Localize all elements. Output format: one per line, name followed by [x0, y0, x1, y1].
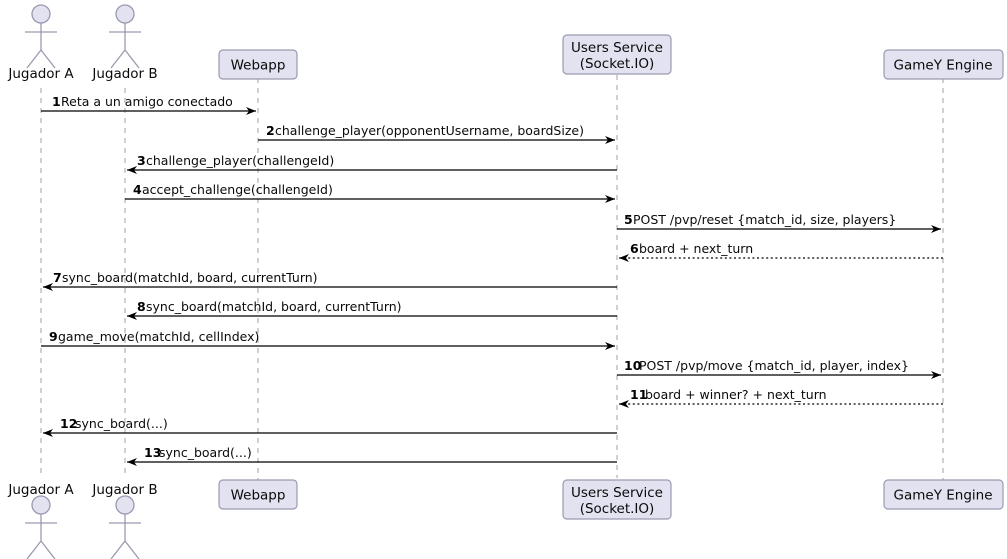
- message-label-1: Reta a un amigo conectado: [61, 94, 233, 109]
- message-label-13: sync_board(...): [159, 445, 252, 460]
- participants-top-group: Jugador A Jugador B Webapp Users Service(So…: [7, 4, 1004, 82]
- participant-label-jugadorA-top: Jugador A: [7, 66, 74, 82]
- message-label-4: accept_challenge(challengeId): [142, 182, 333, 197]
- message-number-8: 8: [137, 299, 146, 314]
- message-label-10: POST /pvp/move {match_id, player, index}: [639, 358, 909, 373]
- participant-box[interactable]: [218, 49, 298, 80]
- message-label-6: board + next_turn: [639, 241, 753, 256]
- message-number-10: 10: [624, 358, 642, 373]
- participants-bottom-group: Webapp Users Service(Socket.IO) GameY Engi…: [7, 479, 1004, 559]
- actor-leg-right: [124, 49, 140, 69]
- actor-leg-left: [110, 540, 126, 559]
- participant-label-gamey-bottom: GameY Engine: [894, 488, 993, 504]
- participant-users-bottom[interactable]: Users Service(Socket.IO): [562, 479, 672, 520]
- actor-jugadorB-bottom: Jugador B: [91, 482, 158, 559]
- lifelines-group: [40, 75, 944, 480]
- participant-box[interactable]: [562, 479, 672, 520]
- actor-head-icon: [31, 495, 51, 515]
- message-number-13: 13: [144, 445, 161, 460]
- participant-label-users-bottom: Users Service: [571, 485, 663, 501]
- participant-gamey-top[interactable]: GameY Engine: [883, 49, 1004, 80]
- participant-box[interactable]: [883, 479, 1004, 510]
- message-label-12: sync_board(...): [75, 416, 168, 431]
- participant-label-jugadorA-bottom: Jugador A: [7, 482, 74, 498]
- actor-leg-right: [124, 540, 140, 559]
- participant-box[interactable]: [218, 479, 298, 510]
- message-label-8: sync_board(matchId, board, currentTurn): [146, 299, 402, 314]
- message-number-12: 12: [60, 416, 77, 431]
- actor-jugadorA-top: Jugador A: [7, 4, 74, 82]
- participant-label-users-top: Users Service: [571, 40, 663, 56]
- message-number-11: 11: [630, 387, 647, 402]
- message-number-4: 4: [133, 182, 142, 197]
- participant-box[interactable]: [562, 34, 672, 75]
- participant-sublabel-users-bottom: (Socket.IO): [580, 501, 655, 517]
- message-number-5: 5: [624, 212, 633, 227]
- message-label-5: POST /pvp/reset {match_id, size, players…: [633, 212, 896, 227]
- message-number-3: 3: [137, 153, 146, 168]
- message-number-9: 9: [49, 329, 58, 344]
- participant-label-jugadorB-top: Jugador B: [91, 66, 157, 82]
- participant-webapp-bottom[interactable]: Webapp: [218, 479, 298, 510]
- participant-sublabel-users-top: (Socket.IO): [580, 56, 655, 72]
- actor-leg-right: [40, 540, 56, 559]
- actor-jugadorB-top: Jugador B: [91, 4, 158, 82]
- participant-webapp-top[interactable]: Webapp: [218, 49, 298, 80]
- participant-label-webapp-top: Webapp: [231, 58, 286, 74]
- actor-head-icon: [31, 4, 51, 24]
- message-label-2: challenge_player(opponentUsername, board…: [275, 123, 584, 138]
- actor-head-icon: [115, 4, 135, 24]
- actor-leg-left: [110, 49, 126, 69]
- message-number-6: 6: [630, 241, 639, 256]
- message-label-7: sync_board(matchId, board, currentTurn): [62, 270, 318, 285]
- message-number-7: 7: [53, 270, 62, 285]
- actor-leg-left: [26, 49, 42, 69]
- actor-leg-left: [26, 540, 42, 559]
- participant-users-top[interactable]: Users Service(Socket.IO): [562, 34, 672, 75]
- participant-gamey-bottom[interactable]: GameY Engine: [883, 479, 1004, 510]
- actor-head-icon: [115, 495, 135, 515]
- participant-box[interactable]: [883, 49, 1004, 80]
- message-number-2: 2: [266, 123, 275, 138]
- participant-label-jugadorB-bottom: Jugador B: [91, 482, 157, 498]
- message-label-3: challenge_player(challengeId): [146, 153, 334, 168]
- message-label-11: board + winner? + next_turn: [645, 387, 827, 402]
- participant-label-gamey-top: GameY Engine: [894, 58, 993, 74]
- actor-leg-right: [40, 49, 56, 69]
- participant-label-webapp-bottom: Webapp: [231, 488, 286, 504]
- message-label-9: game_move(matchId, cellIndex): [58, 329, 259, 344]
- message-number-1: 1: [52, 94, 61, 109]
- actor-jugadorA-bottom: Jugador A: [7, 482, 74, 559]
